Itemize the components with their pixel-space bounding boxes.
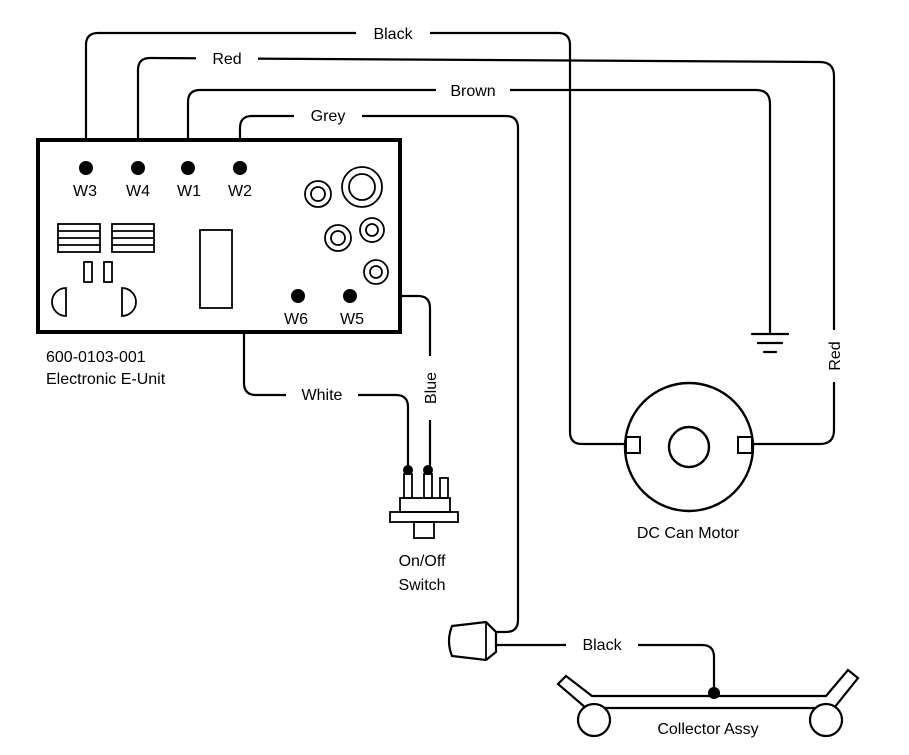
terminal-w3-label: W3 xyxy=(73,183,97,200)
wire-grey xyxy=(238,114,520,634)
terminal-w5-dot xyxy=(343,289,357,303)
collector-label: Collector Assy xyxy=(657,721,758,738)
collector-wheel-right xyxy=(808,702,844,738)
label-red-right: Red xyxy=(827,341,844,370)
terminal-w6-label: W6 xyxy=(284,311,308,328)
label-black-top: Black xyxy=(373,26,413,43)
terminal-w1-label: W1 xyxy=(177,183,201,200)
wire-red xyxy=(136,56,836,446)
collector-connection-dot xyxy=(708,687,720,699)
label-blue: Blue xyxy=(423,372,440,404)
terminal-w1-dot xyxy=(181,161,195,175)
ground-icon xyxy=(750,332,790,354)
label-black-bottom: Black xyxy=(582,637,622,654)
terminal-w6-dot xyxy=(291,289,305,303)
terminal-w4-label: W4 xyxy=(126,183,150,200)
terminal-w2-dot xyxy=(233,161,247,175)
label-white: White xyxy=(302,387,343,404)
dc-can-motor xyxy=(623,381,755,513)
terminal-w4-dot xyxy=(131,161,145,175)
motor-label: DC Can Motor xyxy=(637,525,740,542)
label-grey: Grey xyxy=(311,108,346,125)
eunit-part-number: 600-0103-001 xyxy=(46,349,146,366)
eunit-name: Electronic E-Unit xyxy=(46,371,166,388)
wire-black-bottom xyxy=(494,643,716,694)
electronic-e-unit: W3 W4 W1 W2 W6 W5 xyxy=(36,138,402,334)
label-brown: Brown xyxy=(450,83,495,100)
pickup-brush xyxy=(447,620,498,662)
terminal-w3-dot xyxy=(79,161,93,175)
terminal-w5-label: W5 xyxy=(340,311,364,328)
collector-wheel-left xyxy=(576,702,612,738)
switch-label-line1: On/Off xyxy=(399,553,446,570)
on-off-switch xyxy=(389,465,459,539)
board-component-blocks xyxy=(51,223,233,317)
switch-label-line2: Switch xyxy=(398,577,445,594)
wire-blue xyxy=(348,294,432,470)
wire-black-top xyxy=(84,31,632,446)
collector-assy xyxy=(556,668,860,738)
terminal-w2-label: W2 xyxy=(228,183,252,200)
board-capacitors xyxy=(304,166,389,285)
label-red-top: Red xyxy=(212,51,241,68)
